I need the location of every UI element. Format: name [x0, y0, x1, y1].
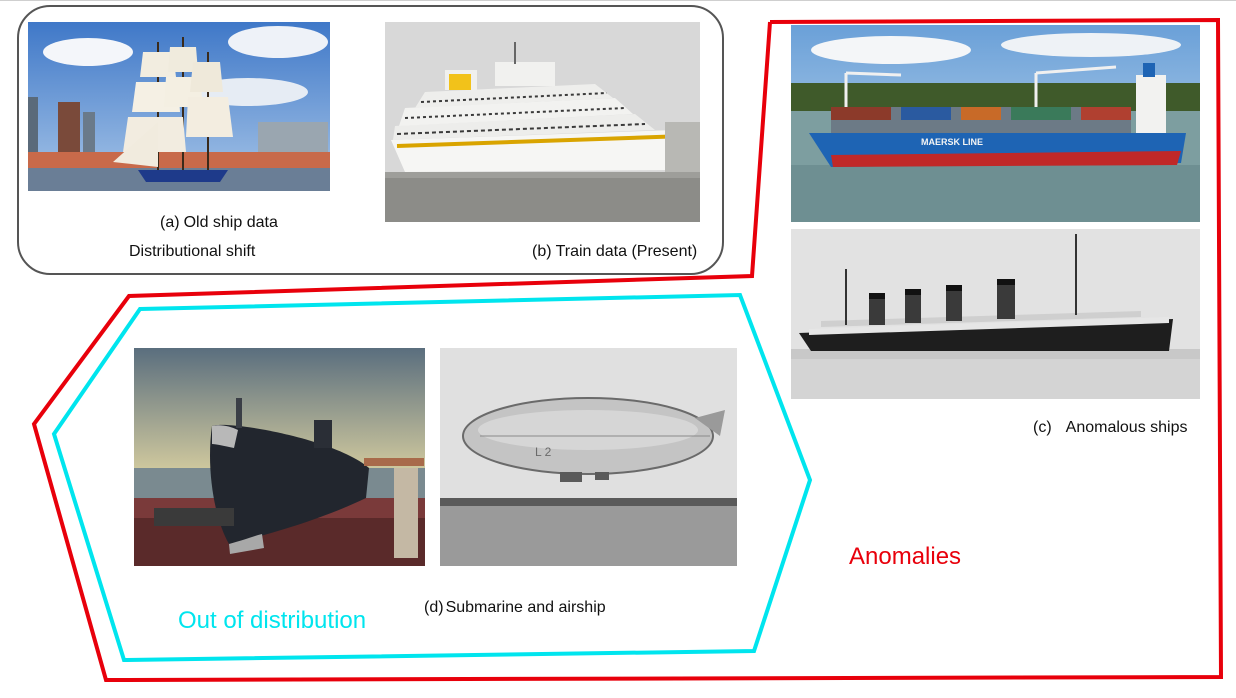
distributional-shift-label: Distributional shift: [129, 243, 256, 260]
caption-old-ship: (a)Old ship data: [160, 214, 278, 232]
caption-tag: (d): [424, 599, 444, 616]
airship-photo: L 2: [440, 348, 737, 566]
caption-tag: (b): [532, 243, 552, 260]
top-divider: [0, 0, 1236, 1]
submarine-photo: [134, 348, 425, 566]
ood-frame: [51, 292, 813, 663]
tall-ship-photo: [28, 22, 330, 191]
caption-tag: (c): [1033, 419, 1052, 436]
caption-text: Train data (Present): [555, 243, 698, 260]
caption-text: Anomalous ships: [1065, 419, 1188, 436]
caption-tag: (a): [160, 214, 180, 231]
caption-text: Old ship data: [183, 214, 278, 231]
svg-text:L 2: L 2: [535, 445, 552, 459]
anomalies-label: Anomalies: [849, 543, 962, 570]
caption-train: (b)Train data (Present): [532, 243, 697, 261]
container-ship-photo: MAERSK LINE: [791, 25, 1200, 222]
svg-text:MAERSK LINE: MAERSK LINE: [921, 137, 983, 147]
caption-text: Submarine and airship: [445, 599, 606, 616]
ood-label: Out of distribution: [178, 607, 367, 634]
anomalies-frame: [31, 17, 1224, 683]
liner-photo: [791, 229, 1200, 399]
cruise-ship-photo: [385, 22, 700, 222]
caption-submarine: (d)Submarine and airship: [424, 599, 606, 617]
distributional-shift-frame: [17, 5, 724, 275]
caption-anomalous: (c) Anomalous ships: [1033, 419, 1188, 437]
